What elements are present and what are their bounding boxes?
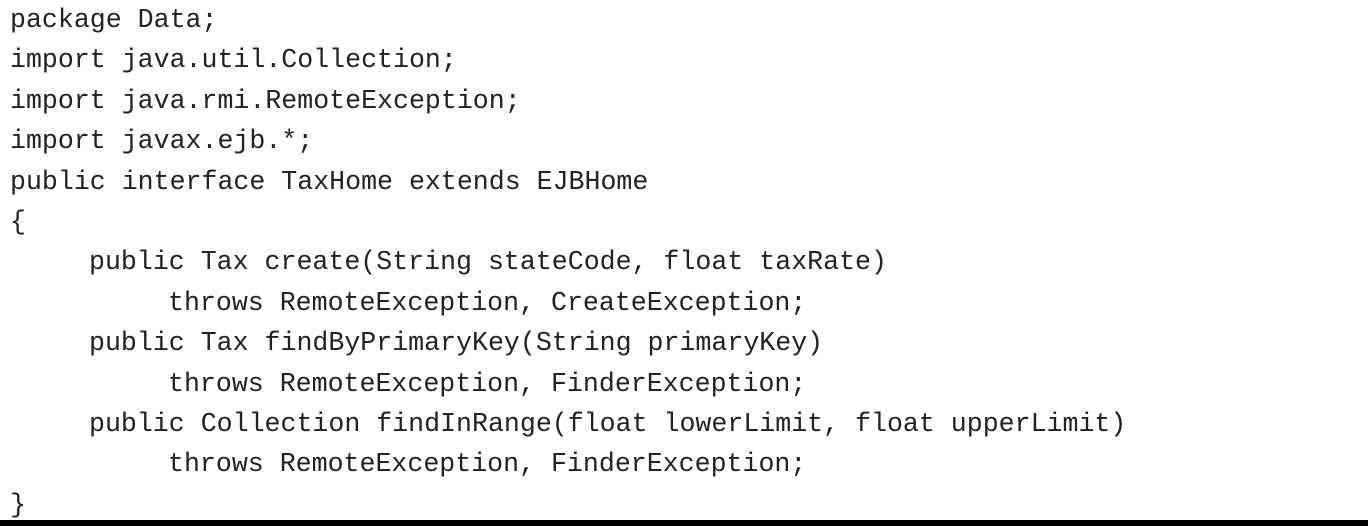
code-line-find-in-range-throws: throws RemoteException, FinderException; bbox=[168, 449, 807, 480]
code-line-create-throws: throws RemoteException, CreateException; bbox=[168, 287, 807, 318]
code-line-find-by-primary-key-method: public Tax findByPrimaryKey(String prima… bbox=[89, 328, 824, 359]
code-line-import-remote-exception: import java.rmi.RemoteException; bbox=[10, 85, 521, 116]
code-line-package: package Data; bbox=[10, 5, 218, 35]
code-line-open-brace: { bbox=[10, 206, 26, 237]
code-line-create-method: public Tax create(String stateCode, floa… bbox=[89, 247, 887, 278]
code-line-close-brace: } bbox=[10, 489, 26, 520]
code-line-import-collection: import java.util.Collection; bbox=[10, 45, 457, 76]
code-line-find-by-primary-key-throws: throws RemoteException, FinderException; bbox=[168, 368, 807, 399]
bottom-divider bbox=[0, 520, 1368, 526]
code-line-import-ejb: import javax.ejb.*; bbox=[10, 126, 314, 157]
code-line-interface-declaration: public interface TaxHome extends EJBHome bbox=[10, 166, 649, 197]
code-line-find-in-range-method: public Collection findInRange(float lowe… bbox=[89, 408, 1127, 439]
code-listing: package Data; import java.util.Collectio… bbox=[10, 0, 1368, 520]
